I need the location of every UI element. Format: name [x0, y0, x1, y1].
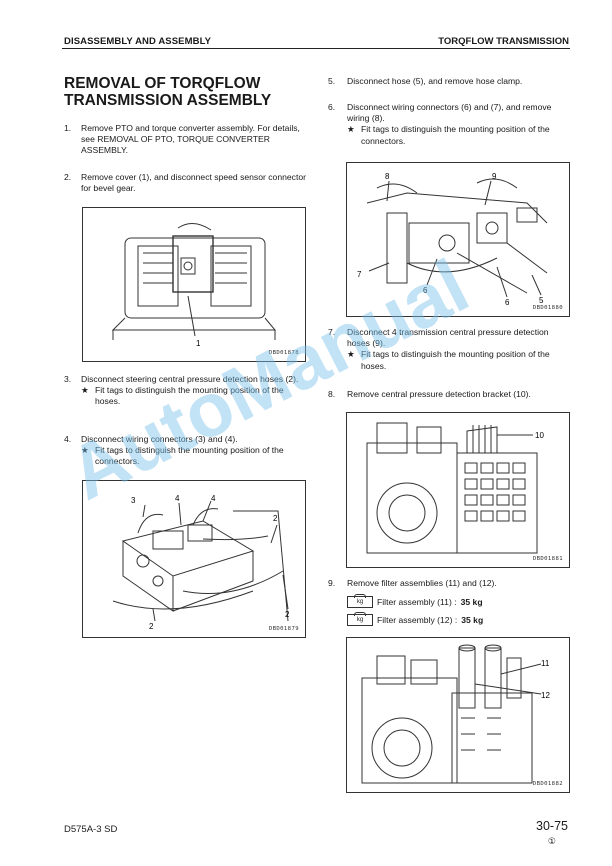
step-9: 9. Remove filter assemblies (11) and (12… [328, 578, 570, 589]
note-star-icon: ★ [347, 349, 355, 360]
figure-cover-removal: 1 DBD01878 [82, 207, 306, 362]
figure-pressure-bracket: 10 DBD01881 [346, 412, 570, 568]
step-6: 6. Disconnect wiring connectors (6) and … [328, 102, 570, 147]
callout-5: 5 [539, 296, 544, 305]
callout-2c: 2 [285, 610, 290, 619]
note-text: Fit tags to distinguish the mounting pos… [361, 349, 550, 371]
page-title-line2: TRANSMISSION ASSEMBLY [64, 92, 272, 109]
step-note: ★ Fit tags to distinguish the mounting p… [81, 445, 306, 467]
step-number: 3. [64, 374, 72, 384]
weight-label: Filter assembly (11) : [377, 596, 457, 607]
callout-2a: 2 [273, 514, 278, 523]
note-star-icon: ★ [81, 445, 89, 456]
page-title: REMOVAL OF TORQFLOW TRANSMISSION ASSEMBL… [64, 75, 324, 109]
kg-weight-icon: kg [347, 612, 373, 626]
step-text: Disconnect wiring connectors (3) and (4)… [81, 434, 238, 444]
step-number: 9. [328, 578, 336, 588]
figure-code: DBD01879 [268, 626, 299, 632]
step-8: 8. Remove central pressure detection bra… [328, 389, 570, 400]
figure-drawing: 3 4 4 2 2 2 [112, 494, 290, 631]
weight-label: Filter assembly (12) : [377, 614, 458, 625]
kg-weight-icon: kg [347, 594, 373, 608]
figure-drawing: 11 12 [361, 644, 550, 784]
figure-code: DBD01882 [532, 781, 563, 787]
step-note: ★ Fit tags to distinguish the mounting p… [81, 385, 306, 407]
step-text: Disconnect steering central pressure det… [81, 374, 299, 384]
step-note: ★ Fit tags to distinguish the mounting p… [347, 124, 570, 146]
figure-code: DBD01881 [532, 556, 563, 562]
step-3: 3. Disconnect steering central pressure … [64, 374, 306, 408]
step-number: 4. [64, 434, 72, 444]
step-number: 6. [328, 102, 336, 112]
callout-2b: 2 [149, 622, 154, 631]
step-text: Remove cover (1), and disconnect speed s… [81, 172, 306, 194]
weight-filter-11: kg Filter assembly (11) : 35 kg [347, 594, 483, 608]
step-number: 8. [328, 389, 336, 399]
figure-drawing: 8 9 7 6 6 5 [357, 172, 548, 307]
weight-filter-12: kg Filter assembly (12) : 35 kg [347, 612, 484, 626]
note-star-icon: ★ [81, 385, 89, 396]
callout-9: 9 [492, 172, 497, 181]
step-number: 7. [328, 327, 336, 337]
note-star-icon: ★ [347, 124, 355, 135]
step-2: 2. Remove cover (1), and disconnect spee… [64, 172, 306, 194]
note-text: Fit tags to distinguish the mounting pos… [95, 445, 284, 467]
step-number: 1. [64, 123, 72, 133]
figure-hose-wiring: 8 9 7 6 6 5 DBD01880 [346, 162, 570, 317]
header-rule [62, 48, 570, 49]
note-text: Fit tags to distinguish the mounting pos… [361, 124, 550, 146]
step-note: ★ Fit tags to distinguish the mounting p… [347, 349, 570, 371]
callout-11: 11 [541, 659, 550, 668]
callout-4a: 4 [175, 494, 180, 503]
callout-6b: 6 [505, 298, 510, 307]
weight-value: 35 kg [460, 596, 483, 607]
footer-page-number: 30-75 [536, 819, 568, 833]
footer-model: D575A-3 SD [64, 824, 118, 835]
step-number: 2. [64, 172, 72, 182]
figure-wiring-connectors: 3 4 4 2 2 2 DBD01879 [82, 480, 306, 638]
footer-revision: ① [547, 836, 556, 846]
callout-4b: 4 [211, 494, 216, 503]
figure-drawing: 10 [366, 422, 544, 554]
callout-10: 10 [535, 431, 544, 440]
figure-code: DBD01878 [268, 350, 299, 356]
figure-filter-assemblies: 11 12 DBD01882 [346, 637, 570, 793]
step-1: 1. Remove PTO and torque converter assem… [64, 123, 306, 157]
callout-8: 8 [385, 172, 390, 181]
note-text: Fit tags to distinguish the mounting pos… [95, 385, 284, 407]
callout-12: 12 [541, 691, 550, 700]
callout-1: 1 [196, 339, 201, 348]
step-7: 7. Disconnect 4 transmission central pre… [328, 327, 570, 372]
step-number: 5. [328, 76, 336, 86]
step-4: 4. Disconnect wiring connectors (3) and … [64, 434, 306, 468]
step-text: Disconnect 4 transmission central pressu… [347, 327, 549, 349]
step-text: Disconnect wiring connectors (6) and (7)… [347, 102, 552, 124]
step-text: Remove filter assemblies (11) and (12). [347, 578, 497, 588]
weight-value: 35 kg [461, 614, 484, 625]
figure-drawing: 1 [111, 223, 277, 348]
header-section-title: DISASSEMBLY AND ASSEMBLY [64, 36, 212, 47]
callout-3: 3 [131, 496, 136, 505]
page-title-line1: REMOVAL OF TORQFLOW [64, 75, 261, 92]
figure-code: DBD01880 [532, 305, 563, 311]
step-text: Remove PTO and torque converter assembly… [81, 123, 300, 156]
callout-6a: 6 [423, 286, 428, 295]
step-text: Remove central pressure detection bracke… [347, 389, 531, 399]
header-chapter-title: TORQFLOW TRANSMISSION [438, 36, 569, 47]
callout-7: 7 [357, 270, 362, 279]
step-text: Disconnect hose (5), and remove hose cla… [347, 76, 523, 86]
step-5: 5. Disconnect hose (5), and remove hose … [328, 76, 570, 87]
